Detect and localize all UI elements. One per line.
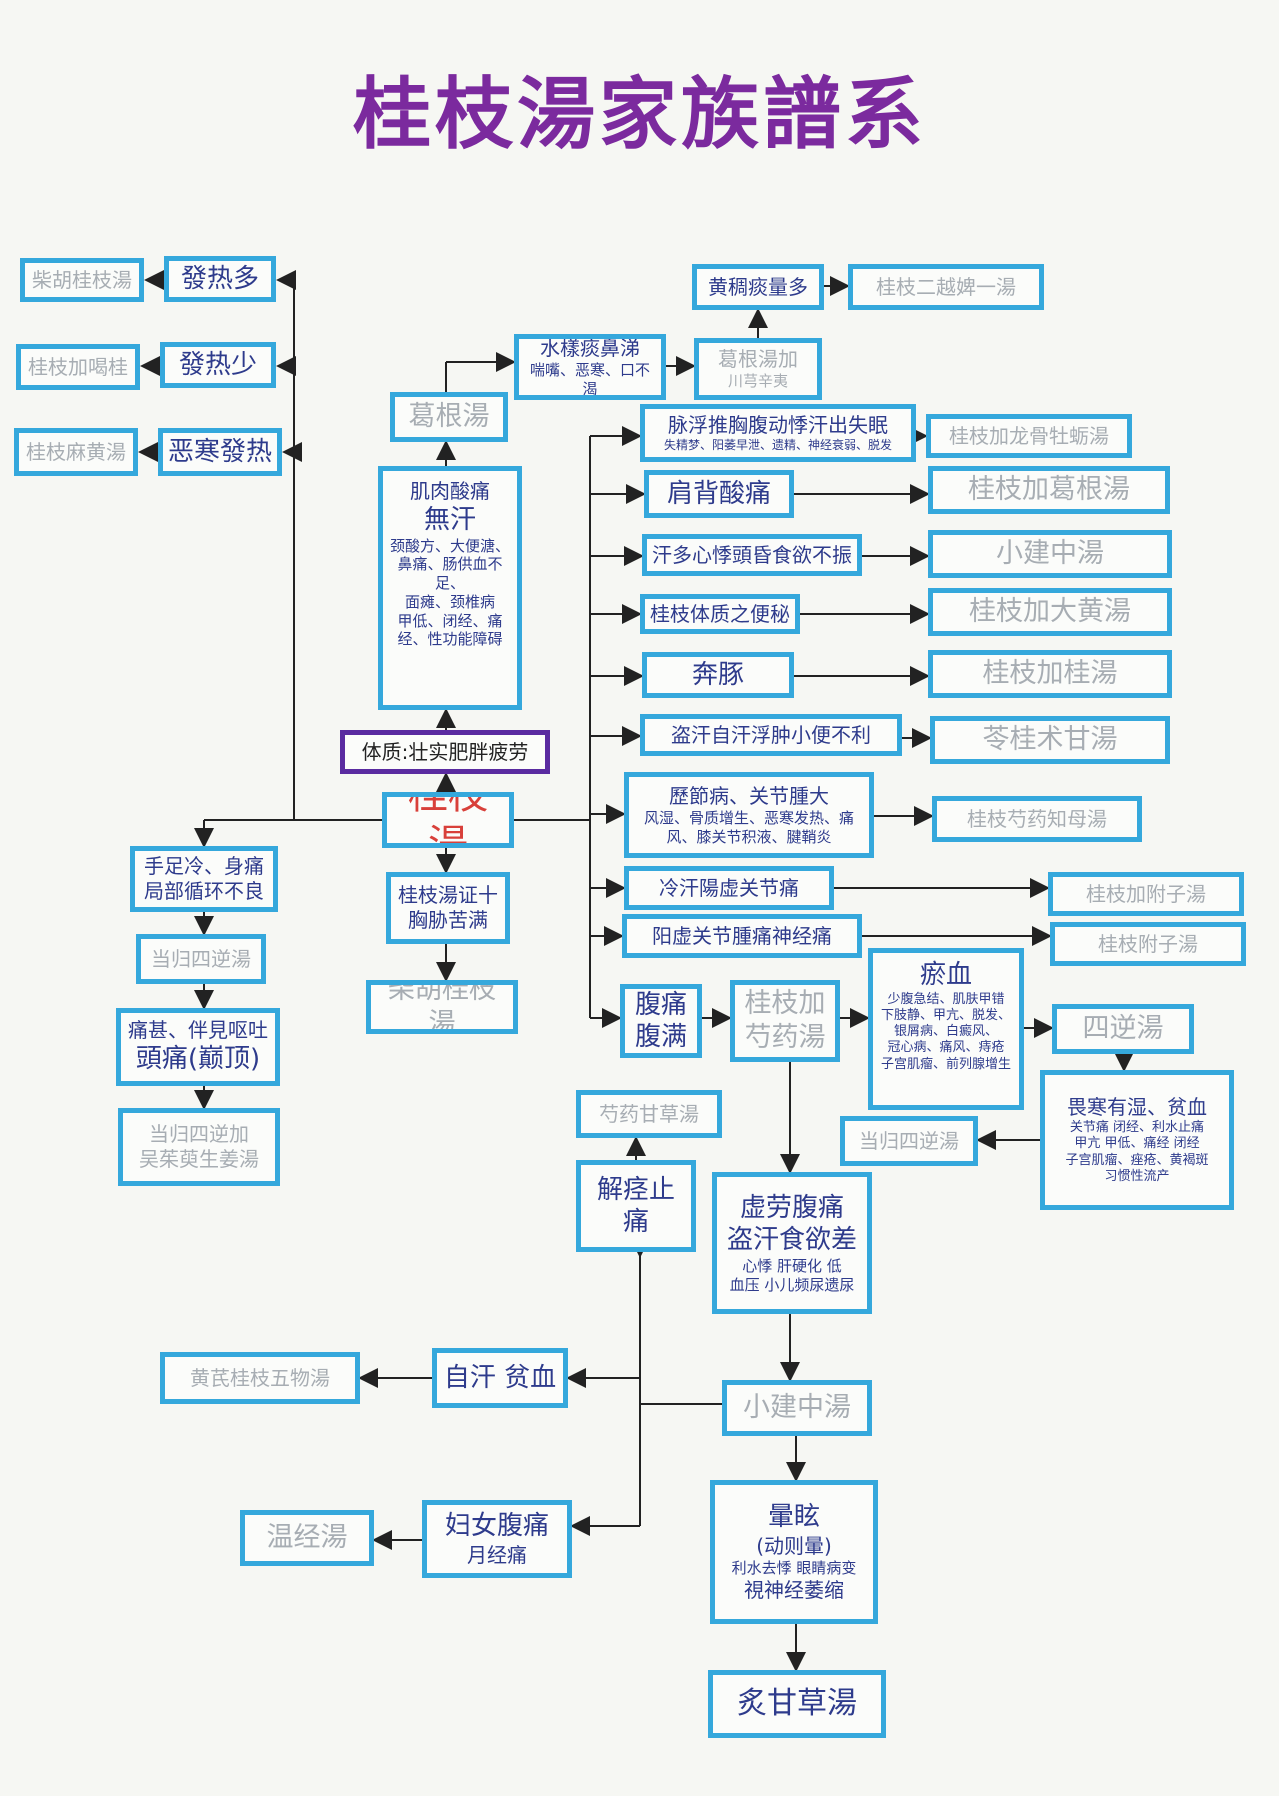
box-sini: 四逆湯 xyxy=(1052,1004,1194,1054)
box-wuhan-fare: 恶寒發热 xyxy=(158,428,282,476)
box-yunxuan: 暈眩 (动则暈) 利水去悸 眼睛病变 視神经萎缩 xyxy=(710,1480,878,1624)
box-chaihu-guizhi-1: 柴胡桂枝湯 xyxy=(20,258,144,302)
box-r5-target: 桂枝加桂湯 xyxy=(928,650,1172,698)
box-chaihu-guizhi-2: 柴胡桂枝湯 xyxy=(366,980,518,1034)
box-fare-shao: 發热少 xyxy=(160,342,276,388)
box-guizhi-erbi: 桂枝二越婢一湯 xyxy=(848,264,1044,310)
box-guizhi-chai: 桂枝湯证十 胸胁苦满 xyxy=(386,872,510,944)
box-danggui-sini-2: 当归四逆湯 xyxy=(840,1116,978,1166)
box-shouzu: 手足冷、身痛 局部循环不良 xyxy=(130,846,278,912)
box-wenjing: 温经湯 xyxy=(240,1510,374,1566)
box-center: 桂枝湯 xyxy=(382,792,514,848)
box-guima-geban: 桂枝加喝桂 xyxy=(16,344,140,390)
box-r2-target: 桂枝加葛根湯 xyxy=(928,466,1170,514)
page-title: 桂枝湯家族譜系 xyxy=(352,69,927,160)
box-fare-duo: 發热多 xyxy=(164,256,276,302)
box-jiejing: 解痉止痛 xyxy=(576,1160,696,1252)
box-jirou: 肌肉酸痛 無汗 颈酸方、大便溏、 鼻痛、肠供血不足、 面瘫、颈椎病 甲低、闭经、… xyxy=(378,466,522,710)
box-r6-target: 苓桂术甘湯 xyxy=(930,716,1170,764)
box-r4-target: 桂枝加大黄湯 xyxy=(928,588,1172,636)
box-wuhan-youshi: 畏寒有湿、贫血 关节痛 闭经、利水止痛 甲亢 甲低、痛经 闭经 子宫肌瘤、痤疮、… xyxy=(1040,1070,1234,1210)
box-funv: 妇女腹痛 月经痛 xyxy=(422,1500,572,1578)
box-r1-target: 桂枝加龙骨牡蛎湯 xyxy=(926,414,1132,458)
box-r4: 桂枝体质之便秘 xyxy=(640,594,800,634)
box-danggui-wuzhu: 当归四逆加 吴茱萸生姜湯 xyxy=(118,1108,280,1186)
box-constitution: 体质:壮实肥胖疲劳 xyxy=(340,730,550,774)
box-yuxue: 瘀血 少腹急结、肌肤甲错 下肢静、甲亢、脱发、 银屑病、白癜风、 冠心病、痛风、… xyxy=(868,948,1024,1110)
box-xiaojianzhong: 小建中湯 xyxy=(722,1380,872,1436)
box-r5: 奔豚 xyxy=(642,652,794,698)
box-r7-target: 桂枝芍药知母湯 xyxy=(932,796,1142,842)
box-r7: 歷節病、关节腫大 风湿、骨质增生、恶寒发热、痛 风、膝关节积液、腱鞘炎 xyxy=(624,772,874,858)
box-huangqi: 黄芪桂枝五物湯 xyxy=(160,1352,360,1404)
box-r6: 盗汗自汗浮肿小便不利 xyxy=(640,714,902,756)
box-jiashao: 桂枝加 芍药湯 xyxy=(730,980,840,1062)
box-gegen-jia: 葛根湯加 川芎辛夷 xyxy=(694,338,822,400)
box-xulao: 虚劳腹痛 盗汗食欲差 心悸 肝硬化 低 血压 小儿频尿遗尿 xyxy=(712,1172,872,1314)
box-r1: 脉浮推胸腹动悸汗出失眠 失精梦、阳萎早泄、遗精、神经衰弱、脱发 xyxy=(640,404,916,462)
box-r3: 汗多心悸頭昏食欲不振 xyxy=(642,534,862,576)
box-gegen: 葛根湯 xyxy=(390,392,508,442)
box-r3-target: 小建中湯 xyxy=(928,530,1172,578)
box-shuiyang: 水樣痰鼻涕 喘嘴、恶寒、口不渴 xyxy=(514,334,666,400)
box-shaoyao-gancao: 芍药甘草湯 xyxy=(576,1090,722,1138)
box-r2: 肩背酸痛 xyxy=(644,470,794,518)
box-r9-target: 桂枝附子湯 xyxy=(1050,922,1246,966)
box-huangchou: 黄稠痰量多 xyxy=(692,264,824,310)
box-r8: 冷汗陽虚关节痛 xyxy=(624,866,834,910)
box-futong: 腹痛 腹满 xyxy=(620,984,702,1058)
box-r9: 阳虚关节腫痛神经痛 xyxy=(622,914,862,958)
box-danggui-sini: 当归四逆湯 xyxy=(136,934,266,984)
box-zhigancao: 炙甘草湯 xyxy=(708,1670,886,1738)
box-zihan: 自汗 贫血 xyxy=(432,1348,568,1408)
box-r8-target: 桂枝加附子湯 xyxy=(1048,872,1244,916)
box-tongshen: 痛甚、伴見呕吐 頭痛(巅顶) xyxy=(116,1008,280,1086)
box-guizhi-mahuang: 桂枝麻黄湯 xyxy=(14,428,138,476)
